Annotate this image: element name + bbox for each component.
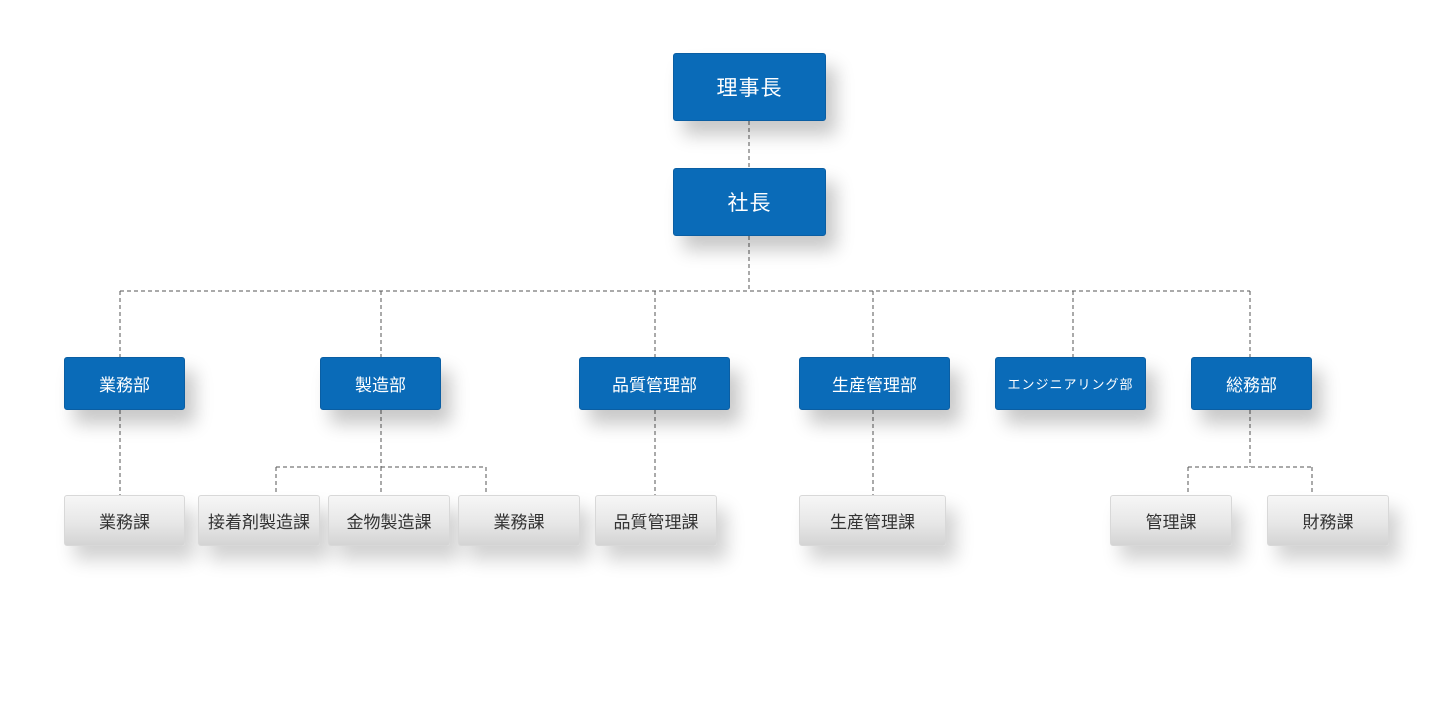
section-box-quality-control: 品質管理課 [595, 495, 717, 546]
section-label: 品質管理課 [613, 513, 699, 533]
section-label: 業務課 [493, 513, 545, 533]
section-label: 財務課 [1302, 513, 1354, 533]
section-label: 管理課 [1145, 513, 1197, 533]
section-box-gyomu-ka: 業務課 [64, 495, 185, 546]
section-box-kanri-ka: 管理課 [1110, 495, 1232, 546]
section-box-seizo-gyomu-ka: 業務課 [458, 495, 580, 546]
president-label: 社長 [727, 191, 772, 215]
department-label: 品質管理部 [612, 376, 697, 396]
department-label: 生産管理部 [832, 376, 917, 396]
section-box-production-control: 生産管理課 [799, 495, 946, 546]
department-box-somu: 総務部 [1191, 357, 1312, 410]
section-box-adhesive-manufacturing: 接着剤製造課 [198, 495, 320, 546]
section-box-hardware-manufacturing: 金物製造課 [328, 495, 450, 546]
section-label: 生産管理課 [830, 513, 915, 533]
chairman-box: 理事長 [673, 53, 826, 121]
department-box-engineering: エンジニアリング部 [995, 357, 1146, 410]
department-label: 総務部 [1226, 376, 1277, 396]
section-label: 業務課 [99, 513, 150, 533]
section-label: 金物製造課 [346, 513, 432, 533]
section-label: 接着剤製造課 [208, 513, 310, 533]
department-box-seisan: 生産管理部 [799, 357, 950, 410]
department-label: 業務部 [99, 376, 150, 396]
department-label: 製造部 [355, 376, 406, 396]
department-box-seizo: 製造部 [320, 357, 441, 410]
department-label: エンジニアリング部 [1007, 378, 1134, 393]
department-box-hinshitsu: 品質管理部 [579, 357, 730, 410]
president-box: 社長 [673, 168, 826, 236]
chairman-label: 理事長 [716, 76, 783, 100]
department-box-gyomu: 業務部 [64, 357, 185, 410]
section-box-zaimu-ka: 財務課 [1267, 495, 1389, 546]
